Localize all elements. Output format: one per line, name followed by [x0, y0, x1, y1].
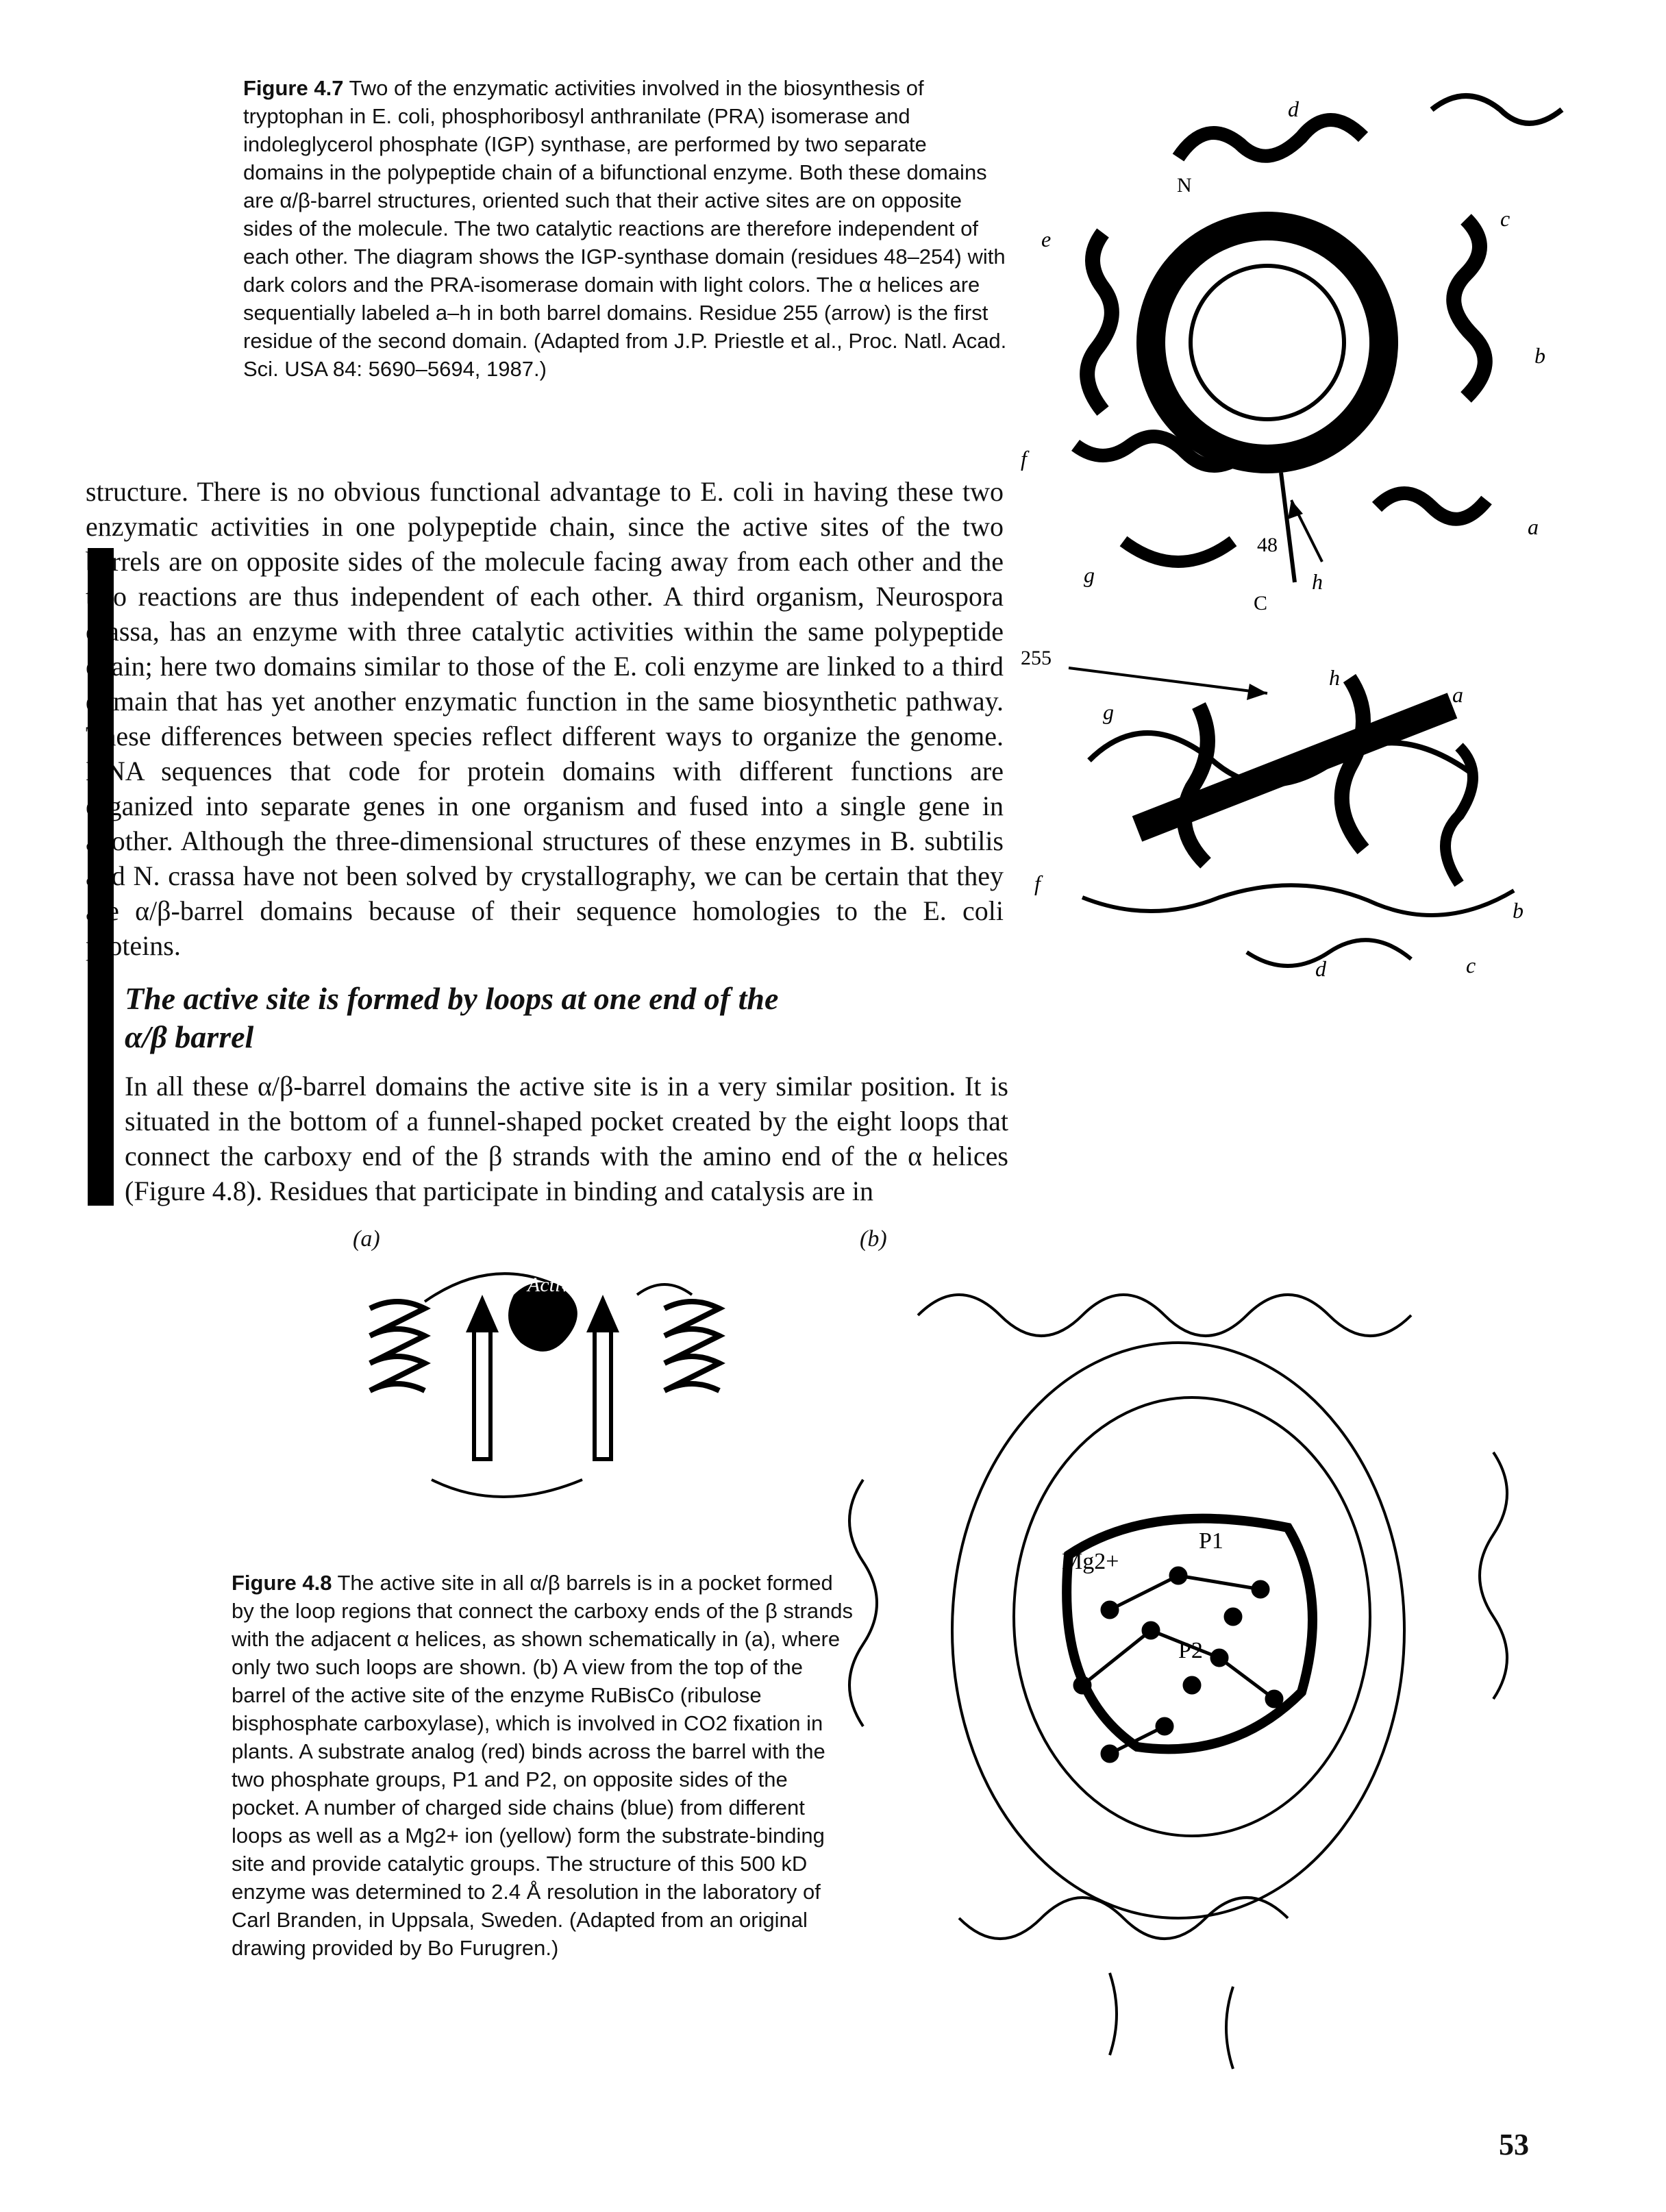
- section-heading: The active site is formed by loops at on…: [125, 980, 796, 1056]
- n-terminus-label: N: [1177, 174, 1192, 197]
- panel-b-label: (b): [860, 1226, 887, 1252]
- helix-label-c-lower: c: [1466, 953, 1476, 978]
- active-site-blob: [508, 1282, 577, 1352]
- page-number: 53: [1499, 2128, 1529, 2161]
- helix-label-h-lower: h: [1329, 665, 1340, 690]
- figure-4-8-panel-b: Mg2+ P1 P2: [848, 1293, 1508, 2070]
- residue-48-label: 48: [1257, 534, 1278, 556]
- figure-4-7-diagram: d c e b f a g h h a g e f b c d N C 48 2…: [1021, 93, 1564, 981]
- figure-4-7-label: Figure 4.7: [243, 76, 344, 100]
- helix-label-g-lower: g: [1103, 699, 1114, 724]
- c-terminus-label: C: [1254, 592, 1267, 614]
- helix-label-d-lower: d: [1315, 956, 1327, 981]
- figure-4-8-caption: Figure 4.8 The active site in all α/β ba…: [232, 1569, 858, 1962]
- helix-label-b: b: [1534, 343, 1545, 368]
- panel-a-label: (a): [353, 1226, 380, 1252]
- helix-label-f: f: [1021, 446, 1030, 471]
- section-heading-text: The active site is formed by loops at on…: [125, 981, 779, 1054]
- figure-4-7-caption-text: Two of the enzymatic activities involved…: [243, 76, 1007, 381]
- section-paragraph: In all these α/β-barrel domains the acti…: [125, 1069, 1008, 1208]
- helix-label-a-lower: a: [1452, 682, 1463, 707]
- helix-label-b-lower: b: [1513, 898, 1524, 923]
- body-paragraph-text: structure. There is no obvious functiona…: [86, 476, 1004, 961]
- margin-bar: [88, 548, 114, 1206]
- helix-label-a: a: [1528, 514, 1539, 539]
- figure-4-8-caption-text: The active site in all α/β barrels is in…: [232, 1571, 854, 1960]
- helix-label-e-lower: e: [1154, 802, 1164, 827]
- figure-4-8-label: Figure 4.8: [232, 1571, 332, 1595]
- residue-255-arrowhead: [1247, 684, 1267, 700]
- helix-label-f-lower: f: [1034, 871, 1043, 895]
- phosphate-p1-label: P1: [1199, 1528, 1223, 1554]
- figure-4-7-caption: Figure 4.7 Two of the enzymatic activiti…: [243, 74, 1010, 383]
- mg-ion-label: Mg2+: [1062, 1549, 1119, 1574]
- active-site-label: Active: [526, 1273, 579, 1296]
- body-paragraph: structure. There is no obvious functiona…: [86, 474, 1004, 963]
- figure-4-8-panel-a: Active: [369, 1272, 725, 1498]
- helix-label-c: c: [1500, 206, 1510, 231]
- helix-label-d: d: [1288, 97, 1300, 121]
- residue-48-arrowhead: [1288, 500, 1303, 519]
- helix-label-g: g: [1084, 562, 1095, 587]
- residue-255-arrow: [1068, 667, 1268, 695]
- helix-label-e: e: [1041, 227, 1051, 251]
- helix-label-h: h: [1312, 569, 1323, 594]
- phosphate-p2-label: P2: [1178, 1638, 1203, 1663]
- section-paragraph-text: In all these α/β-barrel domains the acti…: [125, 1071, 1008, 1206]
- residue-255-label: 255: [1021, 647, 1052, 669]
